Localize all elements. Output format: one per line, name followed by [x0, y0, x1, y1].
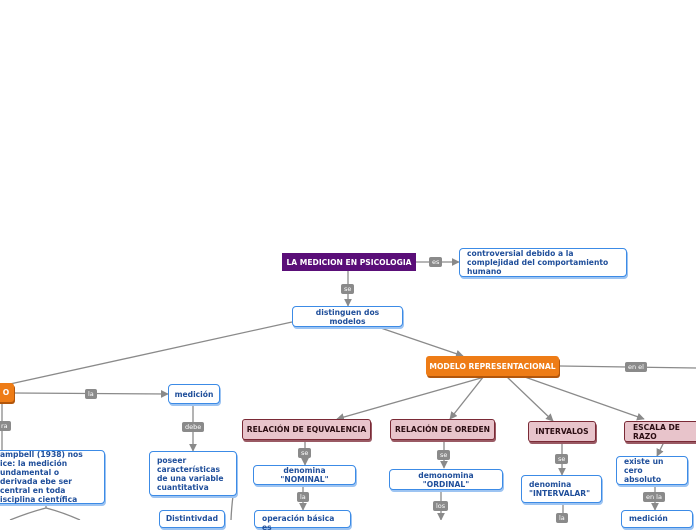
operacion-node[interactable]: operación básica es: [254, 510, 351, 532]
ordinal-label: demonomina "ORDINAL": [418, 470, 474, 489]
link-label-en-el: en el: [625, 362, 647, 372]
cero-node[interactable]: existe un cero absoluto: [616, 456, 688, 485]
distintividad-label: Distintivdad: [165, 514, 219, 523]
left-model-node[interactable]: O: [0, 383, 14, 402]
link-label-los: los: [433, 501, 449, 511]
campbell-label: ampbell (1938) nos ice: la medición unda…: [0, 450, 83, 504]
link-label-es: es: [429, 257, 443, 267]
medicion2-node[interactable]: medición: [621, 510, 693, 528]
link-label-se-equivalencia: se: [298, 448, 312, 458]
intervalar-label: denomina "INTERVALAR": [529, 480, 591, 498]
equivalencia-label: RELACIÓN DE EQUVALENCIA: [246, 425, 367, 434]
link-label-debe: debe: [182, 422, 205, 432]
link-label-se-orden: se: [437, 450, 451, 460]
cero-label: existe un cero absoluto: [624, 457, 664, 484]
representacional-node[interactable]: MODELO REPRESENTACIONAL: [426, 356, 559, 376]
distintividad-node[interactable]: Distintivdad: [159, 510, 225, 528]
distinguen-label: distinguen dos modelos: [315, 307, 380, 326]
link-label-la: la: [85, 389, 97, 399]
razon-node[interactable]: ESCALA DE RAZO: [624, 421, 696, 442]
left-model-label: O: [2, 388, 10, 397]
poseer-label: poseer características de una variable c…: [157, 455, 224, 492]
razon-label: ESCALA DE RAZO: [633, 422, 680, 441]
root-label: LA MEDICION EN PSICOLOGIA: [286, 257, 412, 267]
link-label-se-intervalos: se: [555, 454, 569, 464]
controversial-label: controversial debido a la complejidad de…: [467, 249, 609, 276]
intervalos-node[interactable]: INTERVALOS: [528, 421, 596, 442]
link-label-la-intervalar: la: [556, 513, 568, 523]
controversial-node[interactable]: controversial debido a la complejidad de…: [459, 248, 627, 277]
medicion2-label: medición: [629, 514, 668, 523]
poseer-node[interactable]: poseer características de una variable c…: [149, 451, 237, 496]
orden-node[interactable]: RELACIÓN DE OREDEN: [390, 419, 495, 440]
intervalar-node[interactable]: denomina "INTERVALAR": [521, 475, 602, 503]
link-label-la-nominal: la: [297, 492, 309, 502]
nominal-node[interactable]: denomina "NOMINAL": [253, 465, 356, 485]
representacional-label: MODELO REPRESENTACIONAL: [429, 361, 556, 371]
campbell-node[interactable]: ampbell (1938) nos ice: la medición unda…: [0, 450, 105, 504]
medicion-node[interactable]: medición: [168, 384, 220, 404]
nominal-label: denomina "NOMINAL": [280, 466, 329, 484]
link-label-ra: ra: [0, 421, 11, 431]
medicion-label: medición: [174, 389, 214, 399]
link-label-se: se: [341, 284, 355, 294]
orden-label: RELACIÓN DE OREDEN: [394, 425, 491, 434]
equivalencia-node[interactable]: RELACIÓN DE EQUVALENCIA: [242, 419, 371, 440]
distinguen-node[interactable]: distinguen dos modelos: [292, 306, 403, 327]
link-label-en-la: en la: [643, 492, 665, 502]
root-node[interactable]: LA MEDICION EN PSICOLOGIA: [282, 253, 416, 271]
ordinal-node[interactable]: demonomina "ORDINAL": [389, 469, 503, 490]
intervalos-label: INTERVALOS: [535, 427, 589, 436]
operacion-label: operación básica es: [262, 514, 335, 532]
